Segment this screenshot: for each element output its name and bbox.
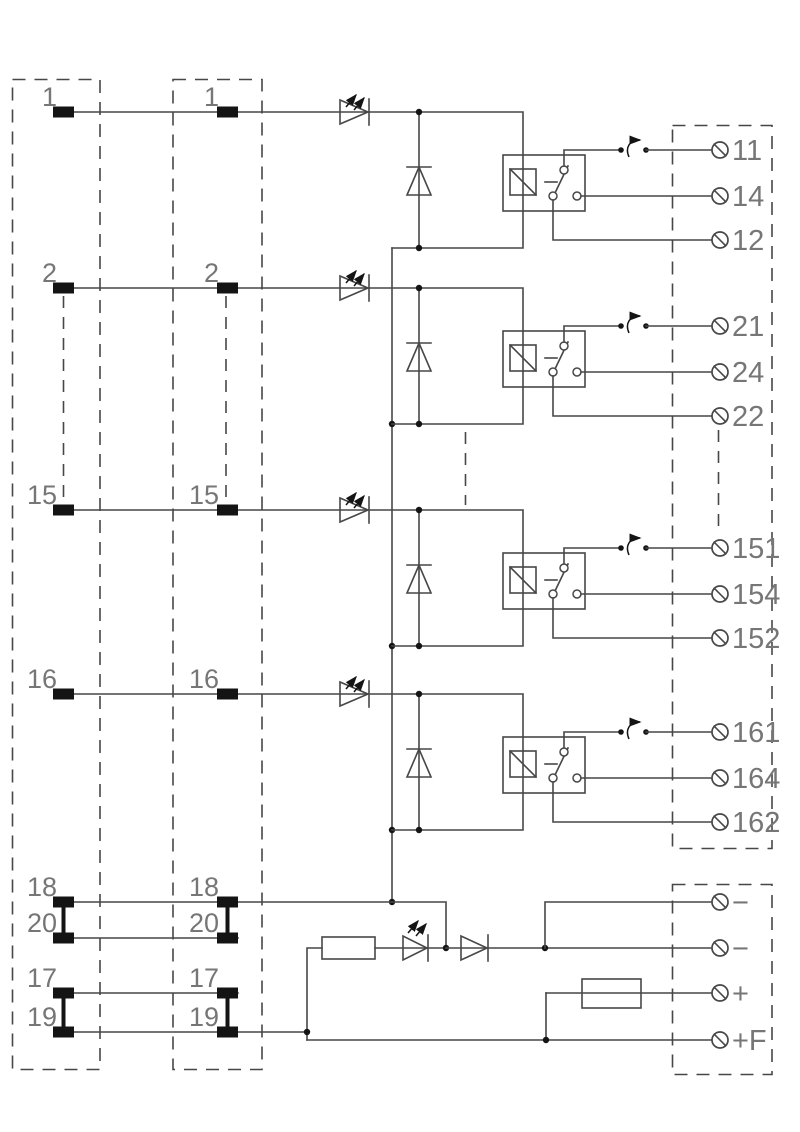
test-actuator-icon [618, 533, 649, 556]
input-label-16b: 16 [189, 664, 219, 694]
channel-16: 16 16 [27, 664, 780, 839]
svg-text:−: − [732, 933, 749, 965]
svg-text:161: 161 [732, 717, 780, 749]
terminal-22: 22 [711, 401, 764, 433]
svg-text:+F: +F [732, 1025, 767, 1057]
relay-16 [502, 736, 586, 794]
freewheel-diode-icon [405, 287, 433, 425]
terminal-plus-f: +F [711, 1025, 767, 1057]
power-label-17b: 17 [189, 963, 219, 993]
svg-text:152: 152 [732, 623, 780, 655]
power-led-icon [402, 919, 429, 962]
terminal-152: 152 [711, 623, 780, 655]
relay-15 [502, 552, 586, 610]
connector-box-right-power [671, 883, 773, 1076]
terminal-151: 151 [711, 533, 780, 565]
input-label-16a: 16 [27, 664, 57, 694]
relay-contact-icon [548, 562, 582, 599]
svg-text:12: 12 [732, 225, 764, 257]
terminal-12: 12 [711, 225, 764, 257]
svg-text:11: 11 [732, 135, 762, 167]
input-label-1a: 1 [42, 82, 57, 112]
svg-text:164: 164 [732, 763, 780, 795]
relay-1 [502, 154, 586, 212]
series-diode-icon [460, 934, 489, 962]
relay-contact-icon [548, 746, 582, 783]
freewheel-diode-icon [405, 509, 433, 647]
terminal-minus-1: − [711, 887, 749, 919]
channel-2: 2 2 [42, 258, 764, 433]
connector-box-left-2 [172, 78, 263, 1071]
power-label-20a: 20 [27, 908, 57, 938]
freewheel-diode-icon [405, 693, 433, 831]
svg-text:24: 24 [732, 357, 764, 389]
input-label-15a: 15 [27, 480, 57, 510]
terminal-14: 14 [711, 181, 764, 213]
power-label-17a: 17 [27, 963, 57, 993]
svg-text:+: + [732, 978, 749, 1010]
terminal-11: 11 [711, 135, 762, 167]
input-label-2a: 2 [42, 258, 57, 288]
power-section: 18 18 20 20 17 17 19 19 [27, 872, 767, 1057]
relay-contact-icon [548, 340, 582, 377]
svg-text:22: 22 [732, 401, 764, 433]
svg-text:151: 151 [732, 533, 780, 565]
led-indicator-icon [339, 269, 371, 302]
svg-text:−: − [732, 887, 749, 919]
terminal-minus-2: − [711, 933, 749, 965]
led-indicator-icon [339, 675, 371, 708]
led-indicator-icon [339, 93, 371, 126]
svg-text:162: 162 [732, 807, 780, 839]
connector-box-right-outputs [671, 124, 773, 850]
terminal-164: 164 [711, 763, 780, 795]
relay-coil-icon [508, 167, 558, 197]
channel-1: 1 1 [42, 82, 764, 257]
terminal-plus: + [711, 978, 749, 1010]
svg-text:21: 21 [732, 311, 764, 343]
freewheel-diode-icon [405, 111, 433, 249]
resistor-icon [321, 936, 376, 960]
continuation-dashes [62, 296, 720, 532]
terminal-162: 162 [711, 807, 780, 839]
relay-coil-icon [508, 343, 558, 373]
channel-15: 15 15 [27, 480, 780, 655]
relay-contact-icon [548, 164, 582, 201]
svg-text:14: 14 [732, 181, 764, 213]
input-label-2b: 2 [204, 258, 219, 288]
power-label-20b: 20 [189, 908, 219, 938]
test-actuator-icon [618, 311, 649, 334]
relay-coil-icon [508, 749, 558, 779]
input-label-1b: 1 [204, 82, 219, 112]
power-label-19b: 19 [189, 1002, 219, 1032]
test-actuator-icon [618, 135, 649, 158]
relay-2 [502, 330, 586, 388]
fuse-icon [581, 978, 642, 1009]
coil-return-bus [388, 247, 396, 906]
terminal-24: 24 [711, 357, 764, 389]
terminal-21: 21 [711, 311, 764, 343]
power-label-18b: 18 [189, 872, 219, 902]
terminal-154: 154 [711, 579, 780, 611]
input-label-15b: 15 [189, 480, 219, 510]
terminal-161: 161 [711, 717, 780, 749]
svg-text:154: 154 [732, 579, 780, 611]
led-indicator-icon [339, 491, 371, 524]
relay-coil-icon [508, 565, 558, 595]
connector-box-left-1 [11, 78, 101, 1071]
test-actuator-icon [618, 717, 649, 740]
power-label-18a: 18 [27, 872, 57, 902]
power-label-19a: 19 [27, 1002, 57, 1032]
